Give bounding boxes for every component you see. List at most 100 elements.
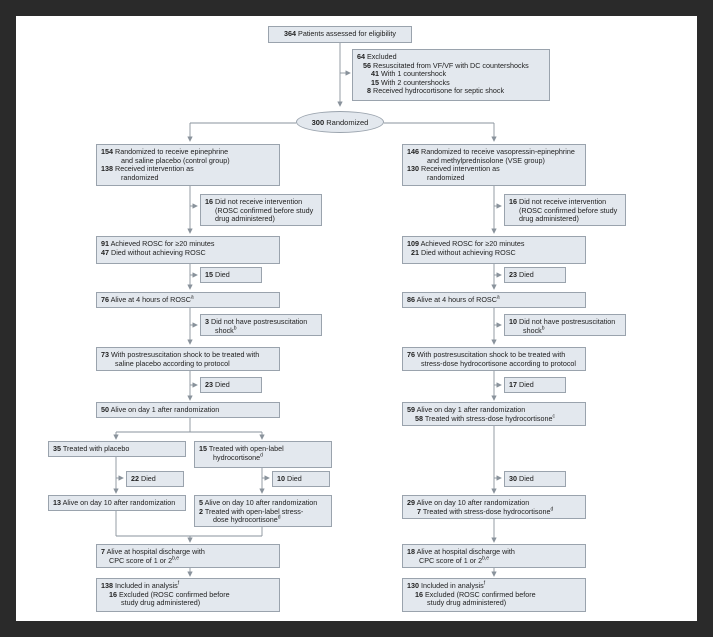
label: shock xyxy=(215,325,234,335)
label: Alive at hospital discharge with xyxy=(416,547,515,556)
connector-lines xyxy=(113,43,502,577)
label: Alive at 4 hours of ROSC xyxy=(110,295,191,304)
excluded-item-label: With 1 countershock xyxy=(381,69,447,79)
count: 50 xyxy=(101,405,109,414)
label: Achieved ROSC for ≥20 minutes xyxy=(110,239,215,248)
label: stress-dose hydrocortisone according to … xyxy=(421,358,577,368)
left-died-box: 22 Died xyxy=(126,471,184,487)
right-died-box: 23 Died xyxy=(504,267,566,283)
label: Included in analysis xyxy=(115,581,178,590)
footnote: d xyxy=(550,506,554,513)
right-shock-box: 76 With postresuscitation shock to be tr… xyxy=(402,347,586,371)
label: Received intervention as xyxy=(421,164,500,174)
label: Died xyxy=(519,270,534,279)
count: 23 xyxy=(509,270,517,279)
left-discharge-box: 7 Alive at hospital discharge with CPC s… xyxy=(96,544,280,568)
label: Died xyxy=(215,270,230,279)
label: Treated with open-label xyxy=(208,444,284,453)
count: 10 xyxy=(277,474,285,483)
left-alive-4h-box: 76 Alive at 4 hours of ROSCa xyxy=(96,292,280,308)
left-rosc-box: 91 Achieved ROSC for ≥20 minutes 47 Died… xyxy=(96,236,280,264)
left-day1-box: 50 Alive on day 1 after randomization xyxy=(96,402,280,418)
footnote: c xyxy=(552,413,555,420)
left-placebo-box: 35 Treated with placebo xyxy=(48,441,186,457)
label: Alive on day 1 after randomization xyxy=(416,405,526,414)
footnote: f xyxy=(177,580,180,587)
count: 76 xyxy=(407,350,415,359)
excluded-item-label: With 2 countershocks xyxy=(381,77,450,87)
assessed-label: Patients assessed for eligibility xyxy=(298,29,396,38)
count: 35 xyxy=(53,444,61,453)
count: 47 xyxy=(101,247,109,257)
label: Died without achieving ROSC xyxy=(111,247,206,257)
excluded-label: Excluded xyxy=(367,52,397,61)
label: Died xyxy=(215,380,230,389)
label: Died xyxy=(141,474,156,483)
label: Excluded (ROSC confirmed before xyxy=(425,589,536,599)
excluded-box: 64 Excluded 56 Resuscitated from VF/VF w… xyxy=(352,49,550,101)
label: Did not have postresuscitation xyxy=(519,317,616,326)
right-day1-box: 59 Alive on day 1 after randomization 58… xyxy=(402,402,586,426)
footnote: d xyxy=(260,452,263,459)
left-no-shock-box: 3 Did not have postresuscitation shockb xyxy=(200,314,322,336)
label: Excluded (ROSC confirmed before xyxy=(119,589,230,599)
footnote: b,e xyxy=(172,555,180,562)
count: 18 xyxy=(407,547,415,556)
label: Treated with open-label stress- xyxy=(204,506,304,516)
label: Achieved ROSC for ≥20 minutes xyxy=(420,239,525,248)
left-died-box: 23 Died xyxy=(200,377,262,393)
label: Alive at 4 hours of ROSC xyxy=(416,295,497,304)
left-randomized-box: 154 Randomized to receive epinephrine an… xyxy=(96,144,280,186)
label: drug administered) xyxy=(215,214,275,224)
label: Alive on day 10 after randomization xyxy=(204,498,318,507)
left-died-box: 10 Died xyxy=(272,471,330,487)
count: 22 xyxy=(131,474,139,483)
label: dose hydrocortisone xyxy=(213,515,278,525)
count: 154 xyxy=(101,147,113,156)
right-no-shock-box: 10 Did not have postresuscitation shockb xyxy=(504,314,626,336)
label: With postresuscitation shock to be treat… xyxy=(417,350,566,359)
footnote: b xyxy=(233,325,237,332)
label: Died xyxy=(519,474,534,483)
left-died-box: 15 Died xyxy=(200,267,262,283)
flow-diagram: 3 64 Patients assessed for eligibility 64… xyxy=(16,16,697,621)
label: drug administered) xyxy=(519,214,579,224)
excluded-count: 64 xyxy=(357,52,365,61)
label: Did not receive intervention xyxy=(519,197,607,206)
count: 146 xyxy=(407,147,419,156)
randomized-label: Randomized xyxy=(326,117,369,127)
count: 130 xyxy=(407,581,419,590)
left-analysis-box: 138 Included in analysisf 16 Excluded (R… xyxy=(96,578,280,612)
count: 5 xyxy=(199,498,203,507)
count: 16 xyxy=(205,197,213,206)
count: 109 xyxy=(407,239,419,248)
count: 2 xyxy=(199,506,203,516)
right-randomized-box: 146 Randomized to receive vasopressin-ep… xyxy=(402,144,586,186)
left-day10-open-label-box: 5 Alive on day 10 after randomization 2 … xyxy=(194,495,332,527)
count: 3 xyxy=(205,317,209,326)
randomized-count: 300 xyxy=(311,117,325,127)
count: 30 xyxy=(509,474,517,483)
count: 91 xyxy=(101,239,109,248)
footnote: b xyxy=(541,325,545,332)
right-died-box: 30 Died xyxy=(504,471,566,487)
label: Alive on day 10 after randomization xyxy=(416,498,530,507)
label: Received intervention as xyxy=(115,164,194,174)
count: 16 xyxy=(509,197,517,206)
count: 29 xyxy=(407,498,415,507)
count: 59 xyxy=(407,405,415,414)
right-rosc-box: 109 Achieved ROSC for ≥20 minutes 21 Die… xyxy=(402,236,586,264)
label: Included in analysis xyxy=(421,581,484,590)
footnote: b,e xyxy=(482,555,490,562)
left-open-label-box: 15 Treated with open-label hydrocortison… xyxy=(194,441,332,468)
excluded-item-count: 41 xyxy=(371,69,379,79)
label: Alive on day 1 after randomization xyxy=(110,405,220,414)
label: Treated with stress-dose hydrocortisone xyxy=(422,506,551,516)
count: 58 xyxy=(415,413,423,423)
label: study drug administered) xyxy=(121,598,201,608)
label: CPC score of 1 or 2 xyxy=(109,555,173,565)
count: 10 xyxy=(509,317,517,326)
excluded-item-count: 8 xyxy=(367,86,371,96)
label: Randomized to receive vasopressin-epinep… xyxy=(421,147,575,156)
label: (ROSC confirmed before study xyxy=(519,205,618,215)
